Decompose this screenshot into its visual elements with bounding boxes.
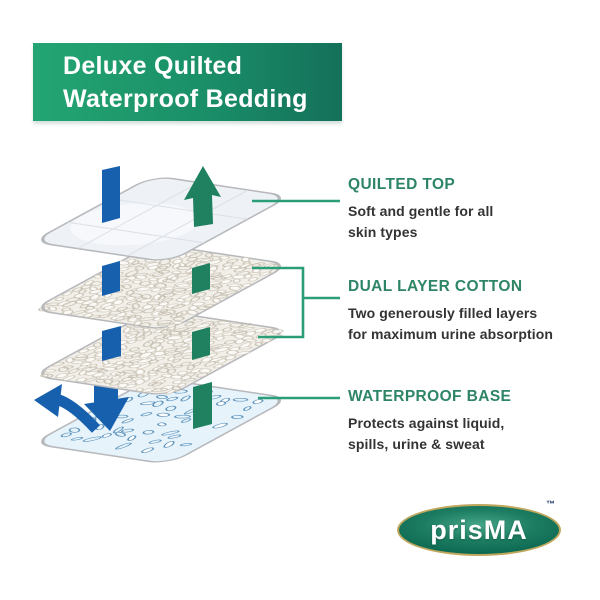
connector-bracket-dual-layer [252,266,340,339]
blue-pierce-ribbon-1 [102,261,120,296]
cotton-upper-layer [38,244,281,329]
cotton-texture [38,244,281,328]
green-up-arrow [184,166,221,227]
trademark-symbol: ™ [546,499,555,509]
green-down-ribbon-2 [192,327,210,360]
feature-title: DUAL LAYER COTTON [348,278,523,295]
feature-description: Protects against liquid, spills, urine &… [348,415,505,452]
feature-waterproof-base: WATERPROOF BASE Protects against liquid,… [348,388,590,455]
blue-pierce-ribbon-top [102,166,120,223]
title-line-2: Waterproof Bedding [63,85,308,113]
connector-lines [252,199,340,400]
feature-description: Soft and gentle for all skin types [348,203,494,240]
quilt-seams [67,182,249,256]
green-down-ribbon-1 [192,263,210,294]
feature-title: WATERPROOF BASE [348,388,512,405]
green-down-ribbon-3 [193,382,212,429]
title-banner: Deluxe Quilted Waterproof Bedding [33,43,342,121]
prisma-logo-text: prisMA [430,514,528,545]
blue-curved-leak-arrow-head [34,384,62,417]
quilted-top-layer [41,177,281,261]
feature-quilted-top: QUILTED TOP Soft and gentle for all skin… [348,176,590,243]
feature-dual-layer-cotton: DUAL LAYER COTTON Two generously filled … [348,278,590,345]
blue-down-arrow-head [84,397,129,431]
feature-title: QUILTED TOP [348,176,456,193]
prisma-logo: prisMA [397,504,561,556]
feature-description: Two generously filled layers for maximum… [348,305,554,342]
title-line-1: Deluxe Quilted [63,52,243,80]
blue-pierce-ribbon-2 [102,326,121,361]
